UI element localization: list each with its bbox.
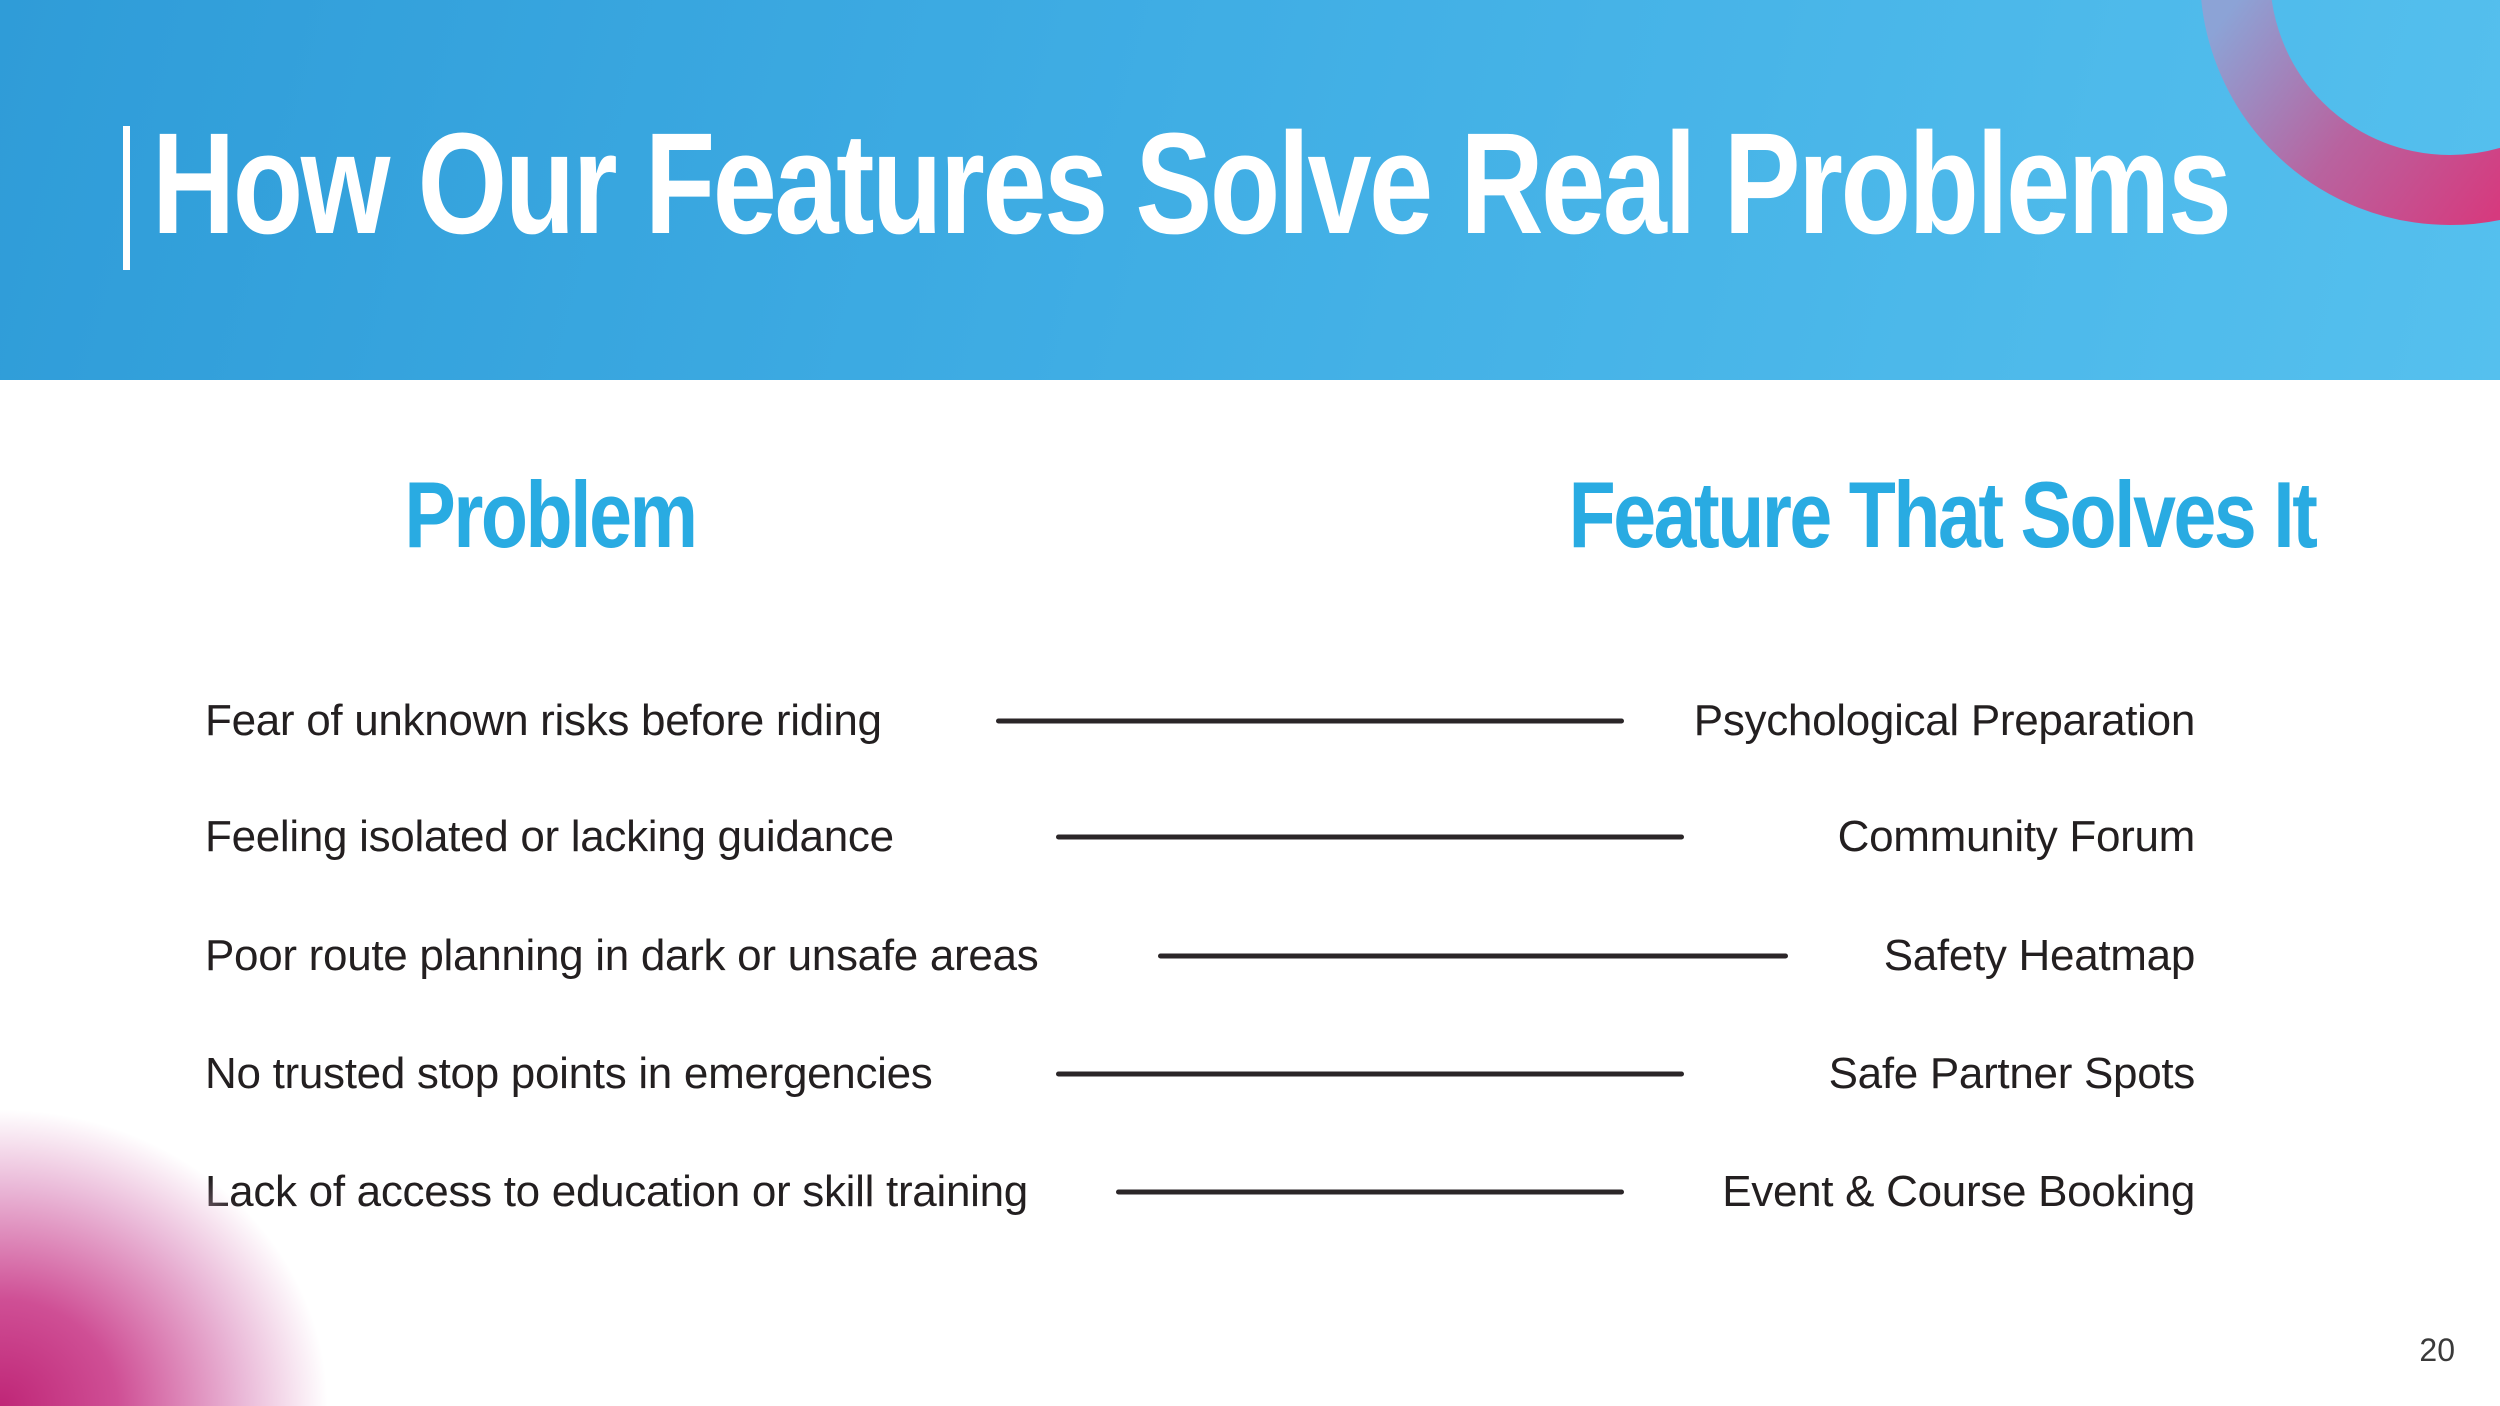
page-number: 20 (2419, 1332, 2455, 1368)
column-header-problem: Problem (404, 462, 698, 567)
connector-line (1158, 953, 1788, 959)
problem-text: Poor route planning in dark or unsafe ar… (205, 931, 1039, 980)
problem-text: Feeling isolated or lacking guidance (205, 812, 894, 861)
mapping-row: Poor route planning in dark or unsafe ar… (0, 897, 2500, 1015)
mapping-row: Fear of unknown risks before riding Psyc… (0, 662, 2500, 780)
feature-text: Psychological Preparation (1693, 696, 2196, 745)
ring-decoration-icon (2201, 0, 2500, 225)
feature-text: Community Forum (1837, 812, 2196, 861)
title-accent-bar (123, 126, 130, 270)
feature-text: Safe Partner Spots (1828, 1049, 2196, 1098)
problem-text: Fear of unknown risks before riding (205, 696, 882, 745)
problem-text: Lack of access to education or skill tra… (205, 1167, 1028, 1216)
connector-line (1056, 834, 1684, 840)
mapping-row: Lack of access to education or skill tra… (0, 1133, 2500, 1251)
feature-text: Event & Course Booking (1722, 1167, 2195, 1216)
mapping-row: Feeling isolated or lacking guidance Com… (0, 778, 2500, 896)
header-band: How Our Features Solve Real Problems (0, 0, 2500, 380)
column-header-feature: Feature That Solves It (1568, 462, 2318, 567)
feature-text: Safety Heatmap (1883, 931, 2196, 980)
mapping-row: No trusted stop points in emergencies Sa… (0, 1015, 2500, 1133)
connector-line (996, 718, 1624, 724)
connector-line (1116, 1189, 1624, 1195)
slide-title: How Our Features Solve Real Problems (152, 103, 2232, 264)
connector-line (1056, 1071, 1684, 1077)
problem-text: No trusted stop points in emergencies (205, 1049, 933, 1098)
